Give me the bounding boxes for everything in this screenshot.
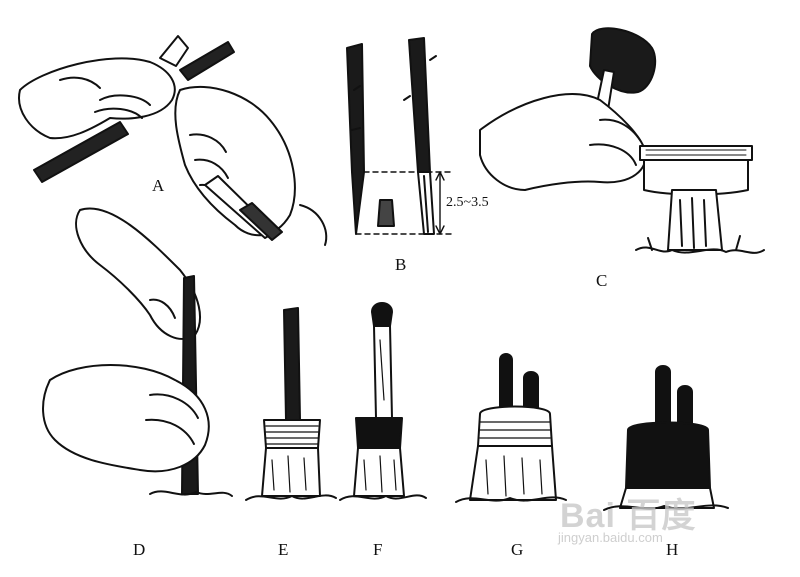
label-panel-c: C	[596, 271, 608, 290]
panel-e-bound-graft	[245, 307, 337, 501]
panel-g-two-scions-bound	[455, 353, 567, 503]
label-panel-e: E	[278, 540, 289, 559]
watermark-logo: Bai 百度	[560, 497, 697, 535]
label-panel-a: A	[152, 176, 165, 195]
measurement-label: 2.5~3.5	[446, 195, 489, 210]
label-panel-h: H	[666, 540, 679, 559]
label-panel-d: D	[133, 540, 146, 559]
panel-a-hands-cutting-scion	[18, 35, 328, 246]
panel-c-mallet-splitting	[479, 27, 765, 254]
panel-b-scion-cuts	[346, 37, 453, 235]
label-panel-g: G	[511, 540, 524, 559]
panel-d-inserting-scion	[42, 207, 233, 497]
panel-h-two-scions-sealed	[603, 365, 729, 511]
watermark-url: jingyan.baidu.com	[558, 530, 663, 545]
label-panel-f: F	[373, 540, 383, 559]
panel-f-sealed-graft	[339, 302, 427, 501]
label-panel-b: B	[395, 255, 407, 274]
